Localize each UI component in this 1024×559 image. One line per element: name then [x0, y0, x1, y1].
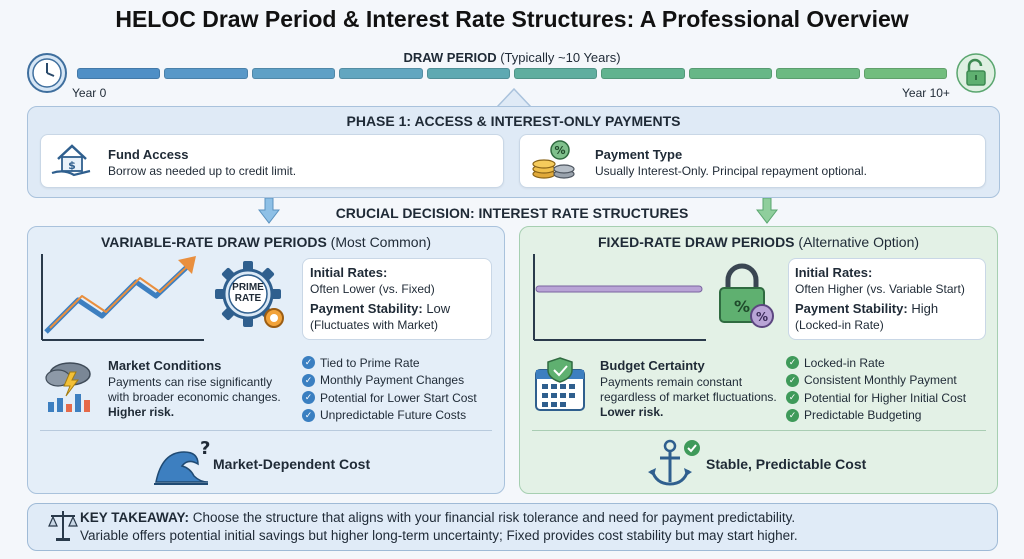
rising-chart-icon [38, 252, 208, 349]
anchor-check-icon [646, 438, 704, 493]
timeline-segment [339, 68, 423, 79]
check-icon: ✓ [302, 408, 315, 422]
wave-question-icon: ? [152, 438, 210, 493]
check-icon: ✓ [302, 356, 315, 370]
variable-footer: Market-Dependent Cost [213, 456, 371, 472]
svg-text:%: % [734, 297, 750, 316]
timeline-segment [601, 68, 685, 79]
year-end-label: Year 10+ [902, 86, 950, 100]
timeline-segment [251, 68, 336, 79]
lock-percent-icon: % % [712, 262, 778, 337]
timeline-segment [776, 68, 860, 79]
fixed-footer: Stable, Predictable Cost [706, 456, 867, 472]
arrow-down-icon [258, 198, 280, 224]
payment-type-heading: Payment Type [595, 147, 683, 162]
list-item: ✓Locked-in Rate [786, 354, 966, 372]
fund-access-heading: Fund Access [108, 147, 189, 162]
market-conditions-text-2: with broader economic changes. [108, 390, 281, 404]
fund-access-card [40, 134, 504, 188]
budget-certainty-text-1: Payments remain constant [600, 375, 743, 389]
year-start-label: Year 0 [72, 86, 107, 100]
clock-icon [26, 52, 68, 94]
variable-initial-rates-heading: Initial Rates: [310, 265, 388, 280]
list-item: ✓Monthly Payment Changes [302, 372, 477, 390]
check-icon: ✓ [786, 373, 799, 387]
timeline-segment [514, 68, 598, 79]
check-icon: ✓ [786, 391, 799, 405]
variable-initial-rates-text: Often Lower (vs. Fixed) [310, 282, 435, 296]
unlock-icon [955, 52, 997, 94]
fixed-rates-card [788, 258, 986, 340]
fixed-initial-rates-text: Often Higher (vs. Variable Start) [795, 282, 965, 296]
budget-certainty-heading: Budget Certainty [600, 358, 705, 373]
key-takeaway-panel [27, 503, 998, 551]
variable-stability: Payment Stability: Low [310, 301, 451, 316]
payment-type-card [519, 134, 986, 188]
calendar-shield-icon [532, 356, 590, 419]
svg-text:?: ? [200, 438, 210, 459]
prime-rate-gear-icon [212, 258, 290, 339]
timeline-segment [77, 68, 161, 79]
coins-percent-icon: % [530, 138, 578, 189]
variable-divider [40, 430, 492, 431]
budget-certainty-risk: Lower risk. [600, 405, 664, 419]
market-conditions-heading: Market Conditions [108, 358, 222, 373]
market-conditions-risk: Higher risk. [108, 405, 175, 419]
list-item: ✓Consistent Monthly Payment [786, 372, 966, 390]
storm-chart-icon [40, 358, 100, 419]
fixed-divider [532, 430, 986, 431]
phase1-title: PHASE 1: ACCESS & INTEREST-ONLY PAYMENTS [346, 113, 681, 129]
list-item: ✓Tied to Prime Rate [302, 354, 477, 372]
fixed-stability: Payment Stability: High [795, 301, 939, 316]
check-icon: ✓ [786, 356, 799, 370]
list-item: ✓Predictable Budgeting [786, 407, 966, 425]
arrow-down-icon [756, 198, 778, 224]
crucial-decision-heading: CRUCIAL DECISION: INTEREST RATE STRUCTUR… [335, 205, 689, 221]
timeline-segment [863, 68, 948, 79]
variable-bullets: ✓Tied to Prime Rate ✓Monthly Payment Cha… [302, 354, 477, 424]
draw-period-label: DRAW PERIOD (Typically ~10 Years) [403, 50, 621, 65]
draw-period-timeline [77, 68, 948, 79]
fixed-rate-title: FIXED-RATE DRAW PERIODS (Alternative Opt… [597, 234, 920, 250]
variable-rate-title: VARIABLE-RATE DRAW PERIODS (Most Common) [100, 234, 432, 250]
list-item: ✓Potential for Higher Initial Cost [786, 389, 966, 407]
budget-certainty-text-2: regardless of market fluctuations. [600, 390, 777, 404]
svg-text:%: % [756, 310, 768, 324]
list-item: ✓Unpredictable Future Costs [302, 407, 477, 425]
svg-text:$: $ [68, 159, 76, 172]
house-money-icon: $ [50, 139, 94, 186]
fixed-bullets: ✓Locked-in Rate ✓Consistent Monthly Paym… [786, 354, 966, 424]
check-icon: ✓ [302, 373, 315, 387]
key-takeaway-text: KEY TAKEAWAY: Choose the structure that … [80, 510, 798, 543]
timeline-segment [426, 68, 511, 79]
page-title: HELOC Draw Period & Interest Rate Struct… [115, 6, 909, 32]
variable-rates-card [302, 258, 492, 340]
fund-access-text: Borrow as needed up to credit limit. [108, 164, 297, 178]
flat-chart-icon [530, 252, 710, 349]
fixed-initial-rates-heading: Initial Rates: [795, 265, 873, 280]
svg-text:%: % [554, 144, 565, 157]
timeline-segment [164, 68, 248, 79]
market-conditions-text-1: Payments can rise significantly [108, 375, 273, 389]
timeline-pointer [496, 88, 532, 108]
variable-stability-text: (Fluctuates with Market) [310, 318, 439, 332]
check-icon: ✓ [302, 391, 315, 405]
payment-type-text: Usually Interest-Only. Principal repayme… [595, 164, 867, 178]
list-item: ✓Potential for Lower Start Cost [302, 389, 477, 407]
fixed-stability-text: (Locked-in Rate) [795, 318, 884, 332]
timeline-segment [688, 68, 773, 79]
check-icon: ✓ [786, 408, 799, 422]
scales-icon [48, 508, 78, 547]
